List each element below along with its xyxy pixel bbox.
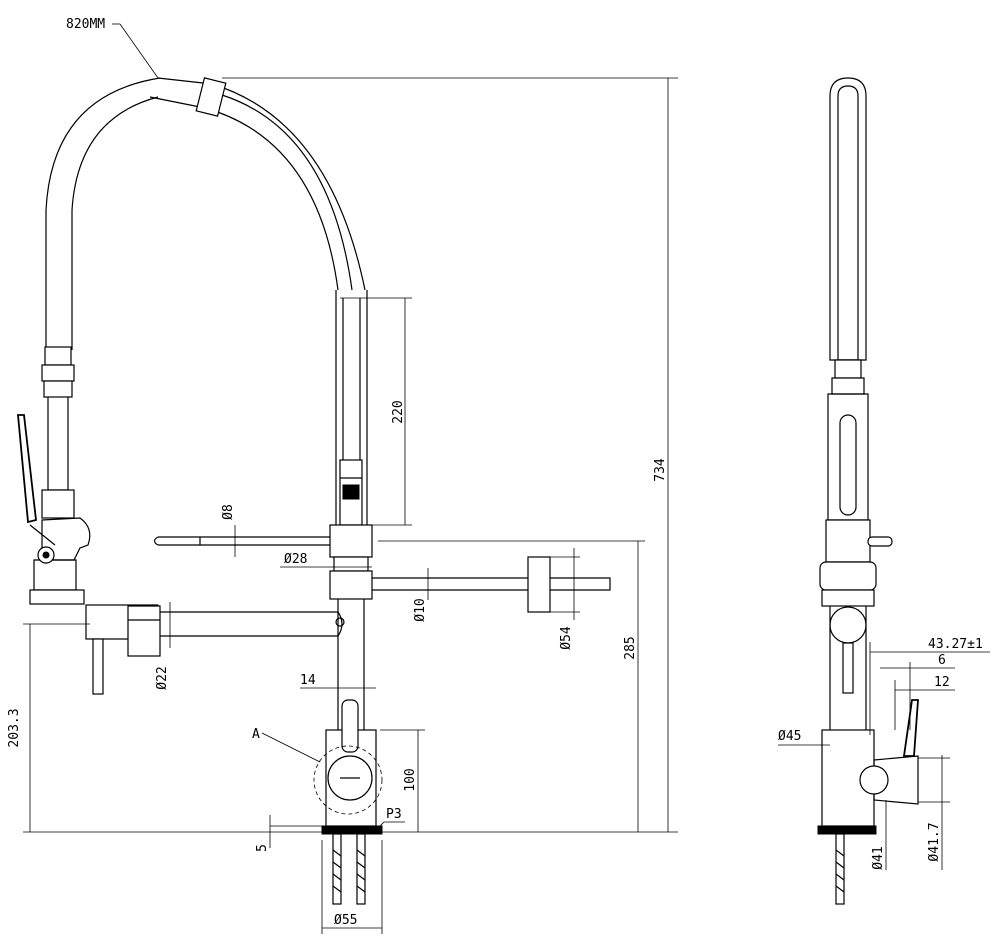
swivel-arm xyxy=(85,604,343,695)
dimension-labels: 820MM 734 220 Ø8 Ø28 285 Ø10 Ø54 Ø22 203… xyxy=(7,17,983,928)
label-5: 5 xyxy=(255,844,270,852)
label-dia-41: Ø41 xyxy=(871,846,886,869)
label-dia-41-7: Ø41.7 xyxy=(927,822,942,861)
spring-straight xyxy=(335,290,368,526)
holder-bar xyxy=(153,524,373,558)
label-203-3: 203.3 xyxy=(7,708,22,747)
label-p3: P3 xyxy=(386,807,402,822)
front-view xyxy=(17,23,678,934)
label-dia-8: Ø8 xyxy=(221,504,236,520)
label-820mm: 820MM xyxy=(66,17,105,32)
label-100: 100 xyxy=(403,768,418,791)
main-column xyxy=(329,556,373,730)
label-dia-10: Ø10 xyxy=(413,598,428,621)
label-12: 12 xyxy=(934,675,950,690)
supply-hoses xyxy=(332,833,366,905)
spring-coil xyxy=(195,77,366,291)
label-dia-22: Ø22 xyxy=(155,666,170,689)
label-dia-28: Ø28 xyxy=(284,552,307,567)
label-a: A xyxy=(252,727,260,742)
label-734: 734 xyxy=(653,458,668,482)
side-view xyxy=(778,77,990,905)
label-220: 220 xyxy=(391,400,406,423)
label-6: 6 xyxy=(938,653,946,668)
hose xyxy=(45,77,213,350)
label-43-27: 43.27±1 xyxy=(928,637,983,652)
side-arm xyxy=(372,556,611,613)
dimensions-side xyxy=(778,642,990,870)
label-dia-45: Ø45 xyxy=(778,729,801,744)
label-285: 285 xyxy=(623,636,638,659)
valve-body xyxy=(313,699,383,835)
spray-head xyxy=(17,346,91,605)
label-dia-55: Ø55 xyxy=(334,913,357,928)
label-dia-54: Ø54 xyxy=(559,626,574,650)
label-14: 14 xyxy=(300,673,316,688)
dimensions-front xyxy=(23,23,678,934)
